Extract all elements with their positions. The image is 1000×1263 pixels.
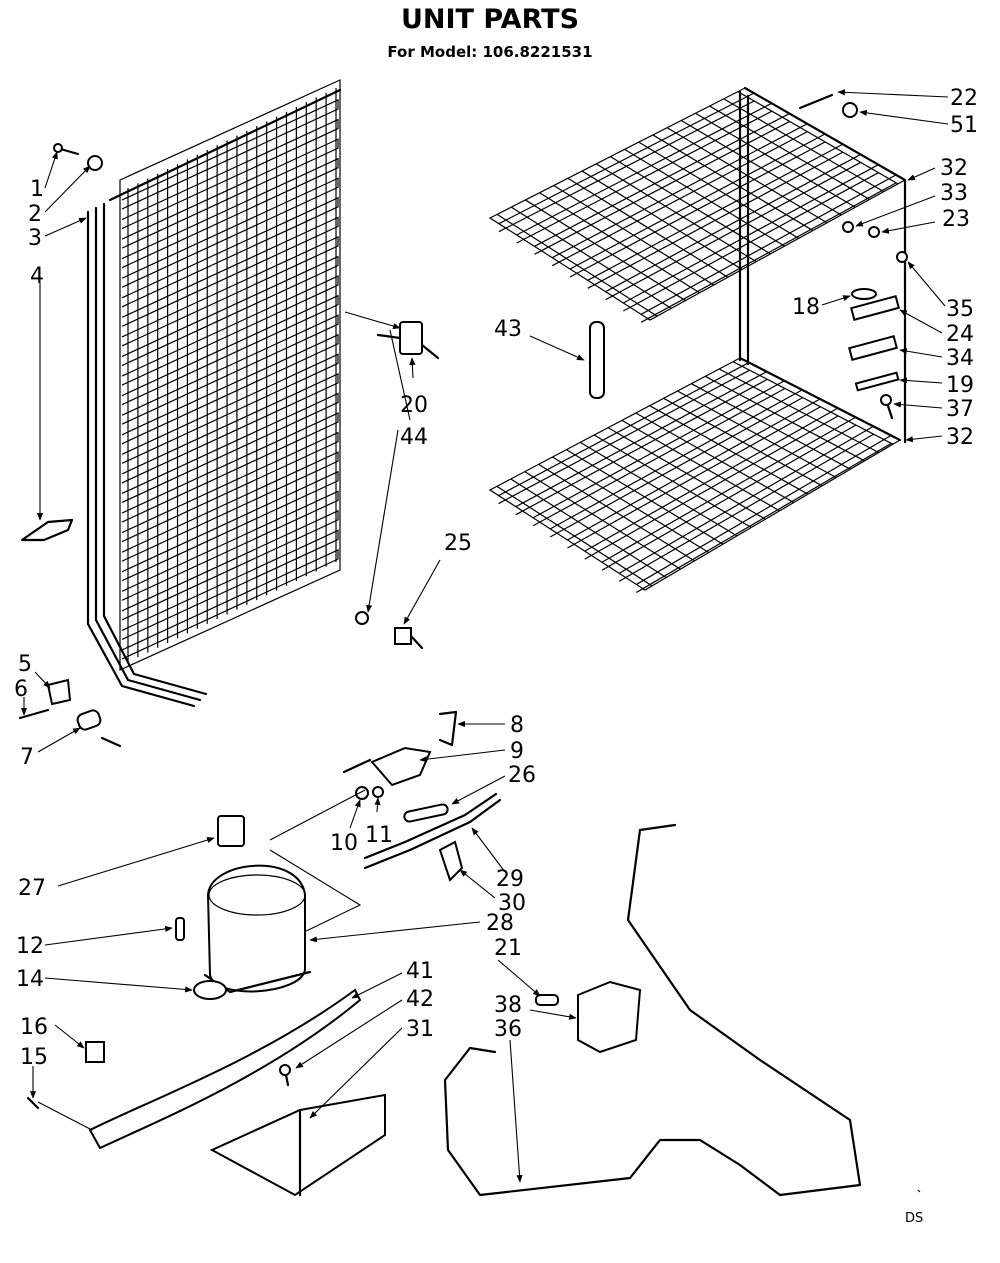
- label-part-32-bottom: 32: [946, 425, 974, 450]
- label-part-23: 23: [942, 207, 970, 232]
- part-labels: 1 2 3 4 5 6 7 8 9 10 11 12 14 15 16 18 1…: [14, 86, 978, 1070]
- evaporator-hardware: [798, 93, 908, 420]
- label-part-4: 4: [30, 264, 44, 289]
- tube-clamp-20: [376, 321, 440, 360]
- label-part-27: 27: [18, 876, 46, 901]
- grommet-14: [193, 980, 227, 1000]
- label-part-26: 26: [508, 763, 536, 788]
- label-part-9: 9: [510, 739, 524, 764]
- label-part-29: 29: [496, 867, 524, 892]
- label-part-1: 1: [30, 177, 44, 202]
- label-part-15: 15: [20, 1045, 48, 1070]
- grommet-2: [87, 155, 103, 171]
- label-part-19: 19: [946, 373, 974, 398]
- label-part-21: 21: [494, 936, 522, 961]
- overload-cover: [342, 710, 458, 800]
- label-part-24: 24: [946, 322, 974, 347]
- label-part-5: 5: [18, 652, 32, 677]
- label-part-38: 38: [494, 993, 522, 1018]
- connector-27: [217, 815, 245, 847]
- label-part-18: 18: [792, 295, 820, 320]
- label-part-8: 8: [510, 713, 524, 738]
- footer-mark: DS: [905, 1211, 923, 1226]
- label-part-31: 31: [406, 1017, 434, 1042]
- leader-lines: [20, 89, 949, 1193]
- label-part-44: 44: [400, 425, 428, 450]
- label-part-28: 28: [486, 911, 514, 936]
- label-part-42: 42: [406, 987, 434, 1012]
- drain-heater-tube: [443, 823, 862, 1197]
- capillary-assembly: [363, 792, 502, 882]
- label-part-25: 25: [444, 531, 472, 556]
- label-part-34: 34: [946, 346, 974, 371]
- base-pan: [209, 1064, 386, 1197]
- compressor: [175, 864, 312, 994]
- label-part-20: 20: [400, 393, 428, 418]
- model-number: For Model: 106.8221531: [387, 43, 592, 61]
- label-part-35: 35: [946, 297, 974, 322]
- clip-16: [85, 1041, 105, 1063]
- label-part-16: 16: [20, 1015, 48, 1040]
- screw-1: [53, 143, 80, 156]
- label-part-36: 36: [494, 1017, 522, 1042]
- cold-control: [535, 980, 642, 1054]
- label-part-37: 37: [946, 397, 974, 422]
- label-part-3: 3: [28, 226, 42, 251]
- label-part-41: 41: [406, 959, 434, 984]
- drier-tube: [589, 321, 605, 399]
- label-part-22: 22: [950, 86, 978, 111]
- label-part-10: 10: [330, 831, 358, 856]
- label-part-51: 51: [950, 113, 978, 138]
- label-part-14: 14: [16, 967, 44, 992]
- condenser-coil: [86, 79, 342, 708]
- label-part-6: 6: [14, 677, 28, 702]
- label-part-43: 43: [494, 317, 522, 342]
- label-part-12: 12: [16, 934, 44, 959]
- label-part-32-top: 32: [940, 156, 968, 181]
- label-part-33: 33: [940, 181, 968, 206]
- diagram-title: UNIT PARTS: [401, 4, 579, 35]
- label-part-7: 7: [20, 745, 34, 770]
- label-part-11: 11: [365, 823, 393, 848]
- relay-5-7: [18, 678, 122, 748]
- label-part-30: 30: [498, 891, 526, 916]
- bracket-25: [355, 611, 424, 650]
- mounting-rail: [88, 988, 362, 1150]
- evaporator-coil: [488, 86, 907, 593]
- clip-4: [20, 518, 74, 542]
- label-part-2: 2: [28, 202, 42, 227]
